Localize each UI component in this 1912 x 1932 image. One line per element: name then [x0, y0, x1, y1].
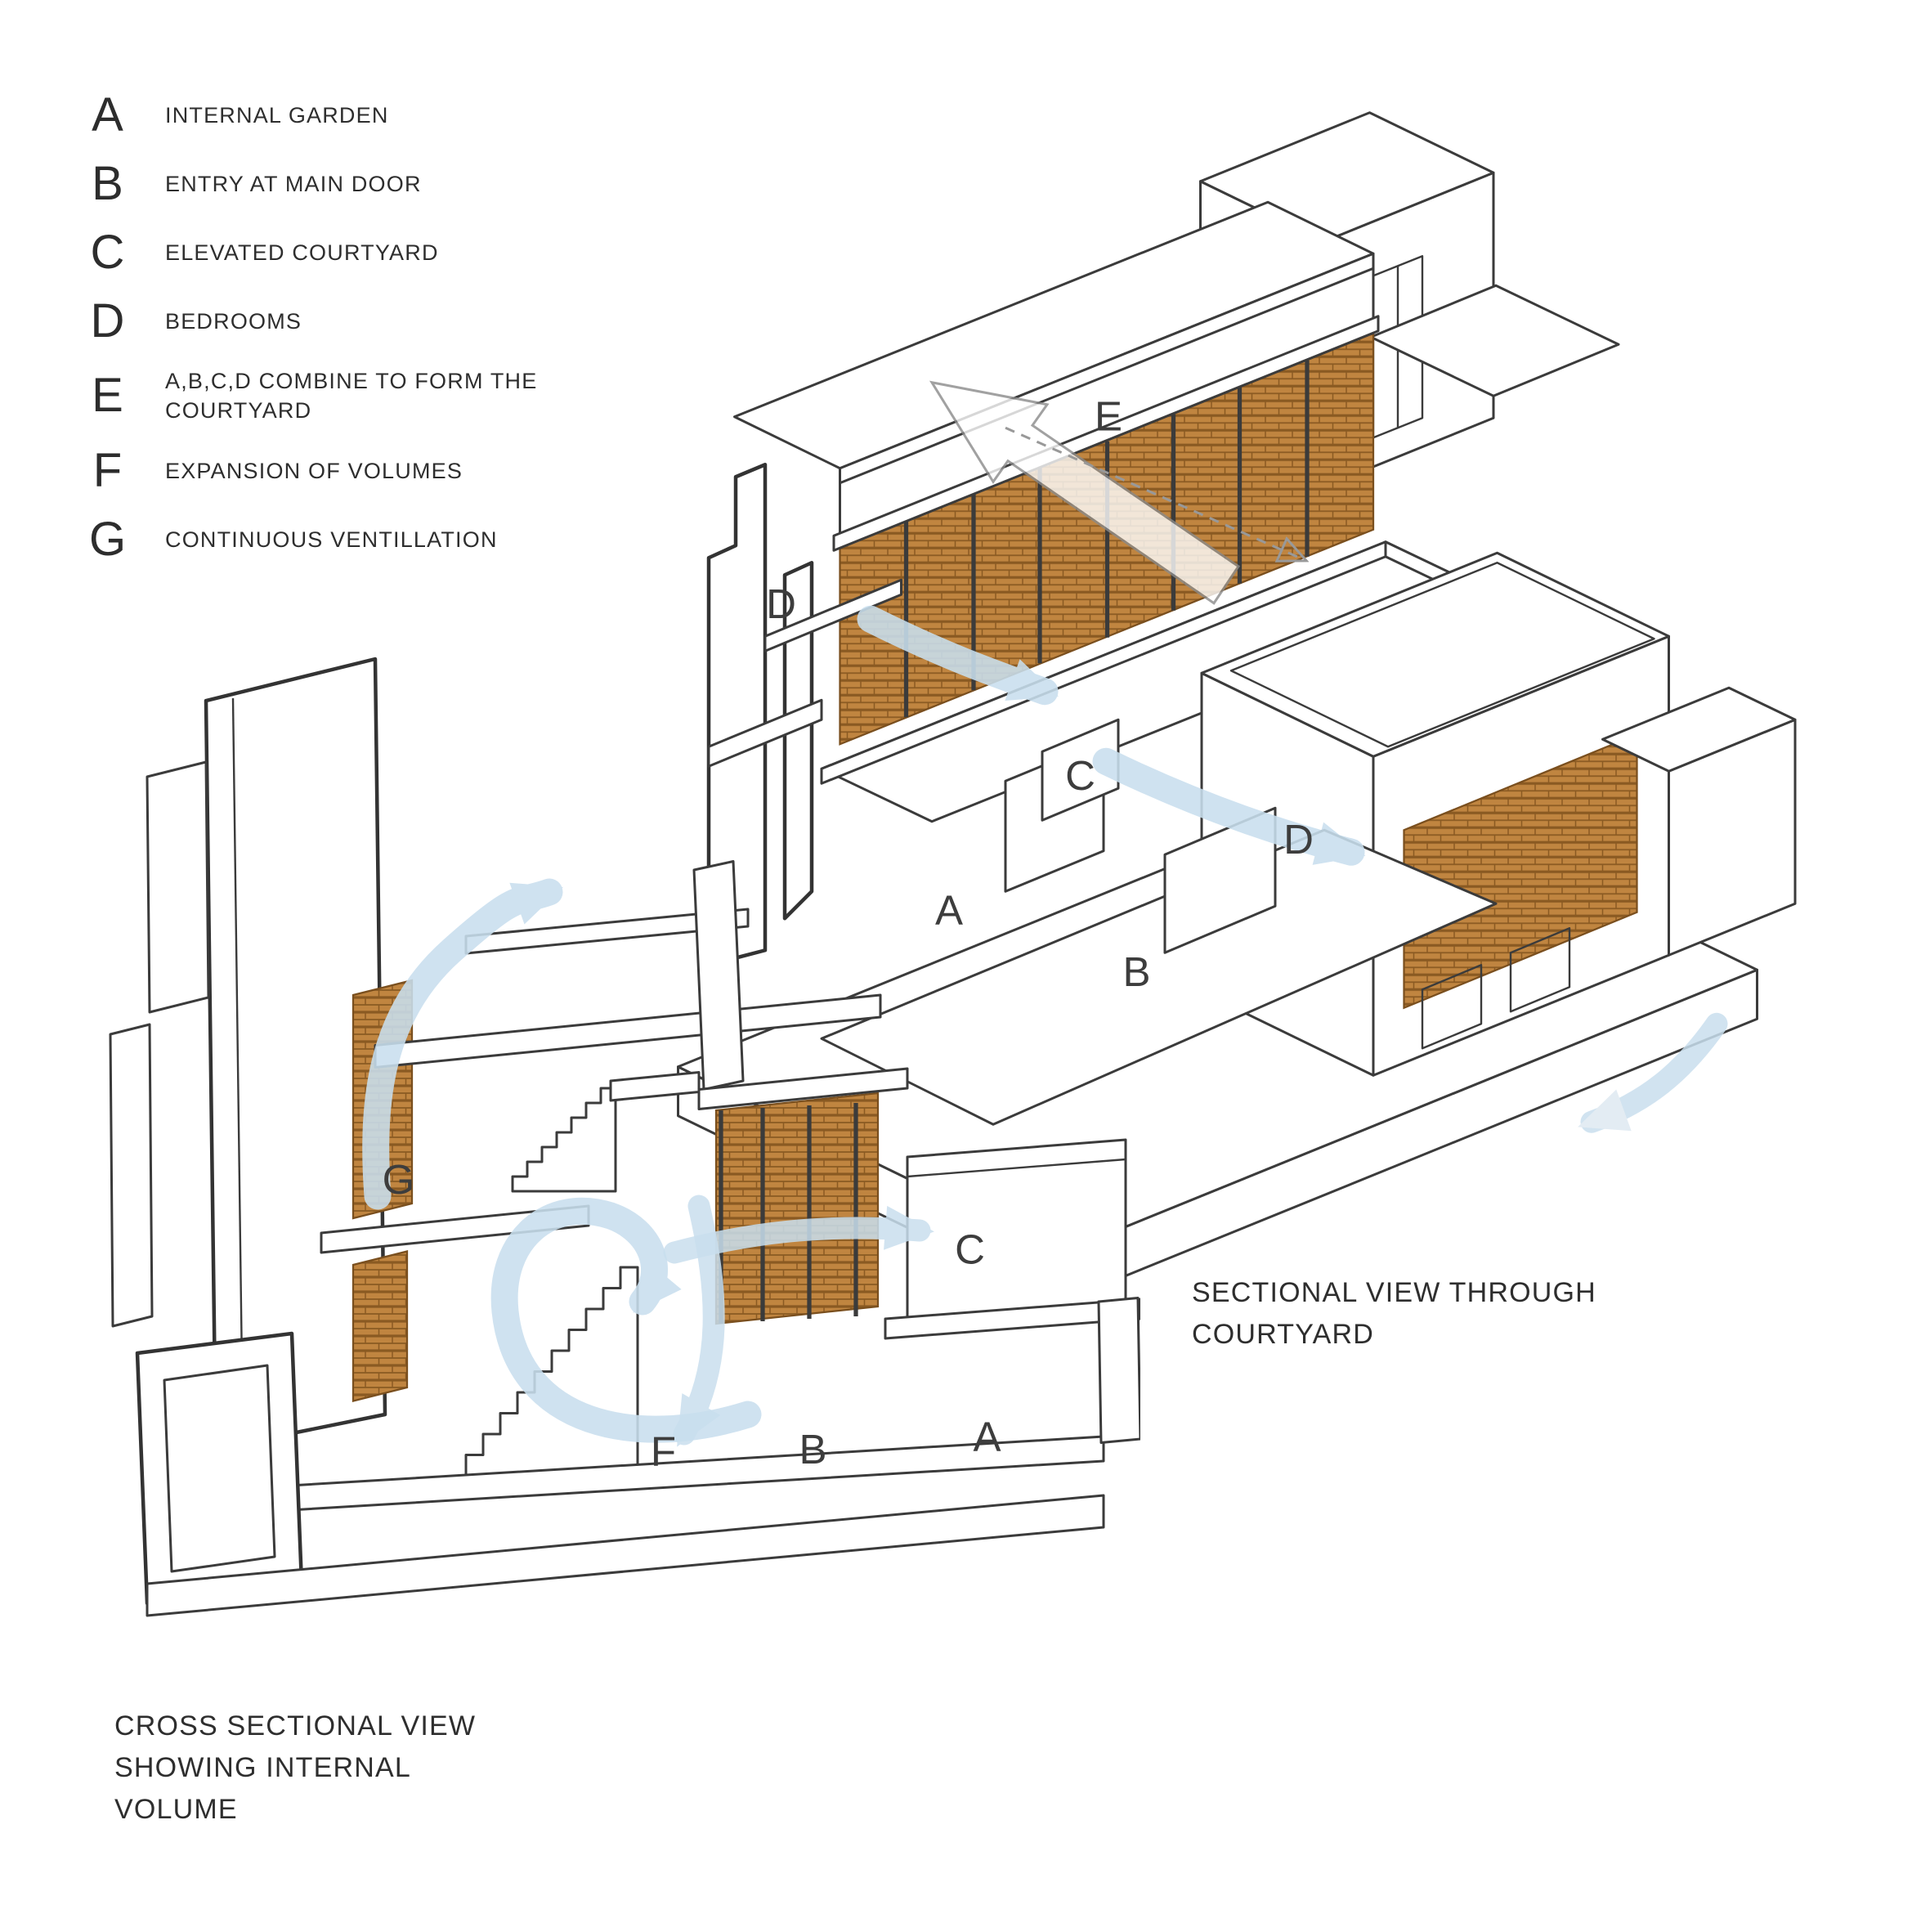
left-wall-inner-line [231, 697, 244, 1430]
stair-landing [609, 1071, 701, 1102]
cross-section-drawing: G C F B A [61, 630, 1140, 1635]
sectional-view-labels: E D A C D B [766, 392, 1316, 995]
right-block [1200, 551, 1797, 1077]
cross-section-caption: CROSS SECTIONAL VIEW SHOWING INTERNAL VO… [114, 1706, 476, 1831]
airflow-swirl-arrow [490, 1197, 762, 1443]
legend-row-c: C ELEVATED COURTYARD [82, 229, 621, 276]
cross-caption-line-1: CROSS SECTIONAL VIEW [114, 1710, 477, 1741]
tall-center-wall [692, 860, 745, 1091]
jali-top-beam [832, 315, 1380, 552]
center-brick-jali [697, 1067, 909, 1325]
label-d-lower: D [1283, 816, 1316, 863]
airflow-annotations [857, 380, 1728, 1133]
label-a: A [973, 1414, 1003, 1460]
left-plinth-inner [163, 1364, 276, 1573]
mid-floor-slab [320, 1204, 590, 1254]
label-e: E [1095, 392, 1125, 439]
facade-window-1 [1421, 964, 1483, 1050]
center-jali-beam [697, 1067, 909, 1110]
legend-letter-d: D [90, 294, 126, 347]
cross-caption-line-3: VOLUME [114, 1794, 238, 1825]
legend-letter-b: B [92, 157, 124, 210]
legend: A INTERNAL GARDEN B ENTRY AT MAIN DOOR C… [82, 92, 621, 563]
mid-roof-slab [1369, 284, 1620, 397]
legend-letter-e: E [92, 369, 124, 423]
label-g: G [383, 1156, 418, 1203]
roof-slab [374, 993, 882, 1069]
facade-window-2 [1509, 927, 1571, 1013]
label-b: B [799, 1426, 829, 1473]
brick-screen-lower [352, 1250, 409, 1402]
sectional-caption-line-2: COURTYARD [1192, 1319, 1375, 1350]
airflow-annotations [362, 878, 934, 1447]
courtyard-updraft-arrow [929, 380, 1241, 605]
room-c-box [906, 1138, 1127, 1320]
corridor-flow-arrow [1005, 426, 1300, 558]
legend-row-b: B ENTRY AT MAIN DOOR [82, 160, 621, 208]
legend-label-e: A,B,C,D COMBINE TO FORM THE COURTYARD [165, 369, 538, 424]
label-b: B [1122, 948, 1153, 995]
legend-row-f: F EXPANSION OF VOLUMES [82, 443, 621, 497]
legend-label-f: EXPANSION OF VOLUMES [165, 458, 463, 483]
courtyard-room [884, 1138, 1140, 1340]
cut-ledge [707, 698, 823, 768]
center-jali-panel [714, 1092, 880, 1325]
legend-label-a: INTERNAL GARDEN [165, 102, 389, 128]
cut-wall-1 [706, 463, 768, 967]
cut-walls [706, 463, 902, 967]
left-step-wall [146, 760, 210, 1014]
stair-upper-flight [511, 1087, 617, 1193]
sectional-view-drawing: E D A C D B [638, 106, 1876, 1352]
legend-letter-a: A [92, 88, 124, 141]
airflow-arrow-courtyard [1092, 747, 1366, 866]
legend-row-d: D BEDROOMS [82, 298, 621, 345]
sectional-view-caption: SECTIONAL VIEW THROUGH COURTYARD [1192, 1272, 1596, 1356]
left-cut-wall [109, 657, 387, 1451]
label-c: C [1065, 752, 1098, 799]
legend-label-b: ENTRY AT MAIN DOOR [165, 171, 422, 196]
legend-letter-c: C [90, 226, 126, 279]
legend-row-g: G CONTINUOUS VENTILLATION [82, 512, 621, 566]
legend-row-a: A INTERNAL GARDEN [82, 92, 621, 139]
room-c-slab [884, 1298, 1140, 1340]
elevated-courtyard-plinth [1041, 718, 1120, 822]
base [135, 1297, 1140, 1617]
airflow-down-arrow [673, 1195, 725, 1447]
center-jali-mullions [719, 1103, 858, 1324]
right-block-roof [1200, 551, 1670, 758]
label-d-upper: D [766, 580, 799, 627]
legend-letter-g: G [88, 512, 128, 566]
left-low-wall [109, 1023, 154, 1328]
right-block-parapet [1229, 562, 1655, 748]
interior-wall-2 [1163, 806, 1277, 954]
cut-link-slab [763, 578, 902, 652]
cross-section-labels: G C F B A [383, 1156, 1003, 1475]
right-wing-roof [1601, 686, 1797, 773]
cross-section-svg: G C F B A [109, 657, 1140, 1617]
legend-letter-f: F [92, 443, 123, 497]
floor-slabs [320, 860, 882, 1254]
ground-floor-deck [820, 828, 1498, 1126]
sectional-caption-line-1: SECTIONAL VIEW THROUGH [1192, 1277, 1596, 1308]
room-c-inner-line [907, 1158, 1126, 1178]
legend-label-c: ELEVATED COURTYARD [165, 240, 439, 265]
legend-label-d: BEDROOMS [165, 308, 302, 334]
label-a: A [935, 887, 965, 934]
legend-label-g: CONTINUOUS VENTILLATION [165, 527, 498, 552]
sectional-view-svg: E D A C D B [677, 111, 1797, 1304]
brick-jali-screen-upper [832, 315, 1380, 746]
legend-row-e: E A,B,C,D COMBINE TO FORM THE COURTYARD [82, 366, 621, 426]
label-f: F [651, 1428, 678, 1475]
airflow-exit-arrow [362, 878, 563, 1210]
right-boundary-wall [1097, 1297, 1140, 1444]
cut-wall-2 [782, 561, 814, 921]
front-base-band [146, 1494, 1105, 1617]
airflow-arrow-exit [1578, 1012, 1728, 1133]
airflow-arrow-jali [857, 605, 1059, 706]
label-c: C [955, 1226, 987, 1273]
ground-floor [820, 718, 1498, 1126]
cross-caption-line-2: SHOWING INTERNAL [114, 1752, 412, 1783]
